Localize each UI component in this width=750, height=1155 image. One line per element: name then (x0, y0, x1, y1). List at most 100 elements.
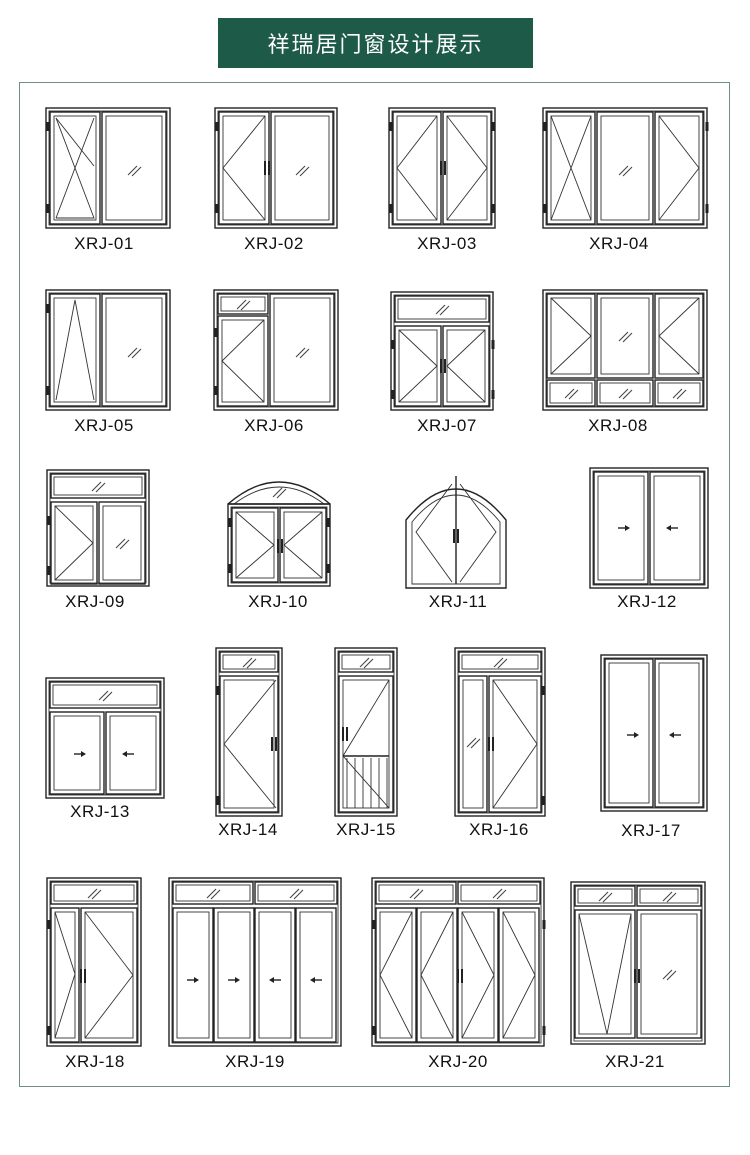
transom-frame (546, 379, 596, 407)
hinge-icon (47, 920, 51, 929)
transom-frame (375, 881, 457, 905)
design-code-label: XRJ-06 (244, 416, 304, 435)
hinge-icon (46, 386, 50, 395)
glass-pane (105, 115, 163, 221)
transom-glass (639, 888, 699, 904)
slide-arrow-icon (235, 977, 240, 983)
outer-frame-inner (603, 657, 705, 809)
glass-pane (462, 679, 484, 809)
handle-icon (638, 969, 640, 983)
glass-pane (461, 911, 495, 1039)
glass-glare (409, 888, 420, 899)
sash-frame (80, 907, 138, 1043)
window-drawing-07 (390, 291, 495, 411)
glass-pane (653, 475, 701, 581)
design-code-label: XRJ-16 (469, 820, 529, 839)
handle-icon (275, 737, 277, 751)
transom-frame (458, 651, 542, 673)
glass-glare (666, 892, 677, 903)
slide-arrow-icon (669, 732, 674, 738)
outer-frame (589, 467, 709, 589)
swing-indicator (446, 115, 488, 221)
glass-pane (274, 115, 330, 221)
glass-glare (131, 348, 142, 359)
outer-frame (45, 107, 171, 229)
sash-frame (654, 658, 704, 808)
swing-indicator (502, 911, 536, 1039)
window-drawing-19 (168, 877, 342, 1047)
arch-frame (227, 481, 331, 505)
window-drawing-15 (334, 647, 398, 817)
glass-pane (658, 662, 700, 804)
transom-glass (657, 382, 701, 404)
hinge-icon (214, 328, 218, 337)
sash-frame (49, 711, 105, 795)
glass-pane (398, 329, 438, 403)
glass-pane (299, 911, 333, 1039)
handle-icon (271, 737, 273, 751)
window-drawing-14 (215, 647, 283, 817)
sash-frame (654, 111, 704, 225)
glass-pane (578, 913, 632, 1035)
glass-glare (666, 970, 677, 981)
sash-frame (488, 675, 542, 813)
swing-indicator (492, 679, 538, 809)
design-code-label: XRJ-19 (225, 1052, 285, 1071)
transom-glass (577, 888, 633, 904)
sash-frame (546, 111, 596, 225)
transom-glass (549, 382, 593, 404)
hinge-icon (543, 122, 547, 131)
swing-indicator (223, 679, 277, 809)
outer-frame-inner (592, 470, 706, 586)
swing-indicator (420, 911, 454, 1039)
hinge-icon (46, 122, 50, 131)
sash-frame (218, 111, 270, 225)
swing-indicator (221, 319, 265, 403)
glass-glare (295, 347, 306, 358)
hinge-icon (391, 340, 395, 349)
swing-indicator (658, 115, 700, 221)
hinge-icon (215, 122, 219, 131)
transom-glass (53, 884, 135, 902)
handle-icon (444, 359, 446, 373)
outer-frame-inner (49, 472, 147, 584)
transom-frame (394, 295, 490, 323)
transom-glass (378, 884, 454, 902)
hinge-icon (228, 564, 232, 573)
sash-frame (270, 111, 334, 225)
sash-frame (416, 907, 458, 1043)
glass-pane (658, 115, 700, 221)
arch-door-frame (405, 488, 507, 589)
transom-glass (53, 476, 143, 496)
design-code-label: XRJ-10 (248, 592, 308, 611)
transom-glass (341, 654, 391, 670)
glass-pane (221, 319, 265, 403)
glass-glare (299, 166, 310, 177)
glass-pane (222, 115, 266, 221)
window-drawing-01 (45, 107, 171, 229)
sash-frame (50, 907, 80, 1043)
design-code-label: XRJ-13 (70, 802, 130, 821)
transom-glass (599, 382, 651, 404)
sash-frame (269, 293, 335, 407)
glass-glare (618, 331, 629, 342)
transom-frame (654, 379, 704, 407)
transom-glass (397, 298, 487, 320)
swing-indicator (54, 505, 94, 581)
sash-frame (458, 675, 488, 813)
glass-pane (54, 505, 94, 581)
hinge-icon (542, 1026, 546, 1035)
handle-icon (634, 969, 636, 983)
outer-frame (227, 503, 331, 587)
catalog-frame (19, 82, 730, 1087)
glass-pane (597, 475, 645, 581)
hinge-icon (46, 304, 50, 313)
glass-glare (618, 388, 629, 399)
hinge-icon (47, 1026, 51, 1035)
outer-frame-inner (217, 110, 335, 226)
outer-frame-inner (230, 506, 328, 584)
glass-glare (413, 889, 424, 900)
glass-pane (446, 329, 486, 403)
window-drawing-09 (46, 469, 150, 587)
transom-glass (222, 654, 276, 670)
